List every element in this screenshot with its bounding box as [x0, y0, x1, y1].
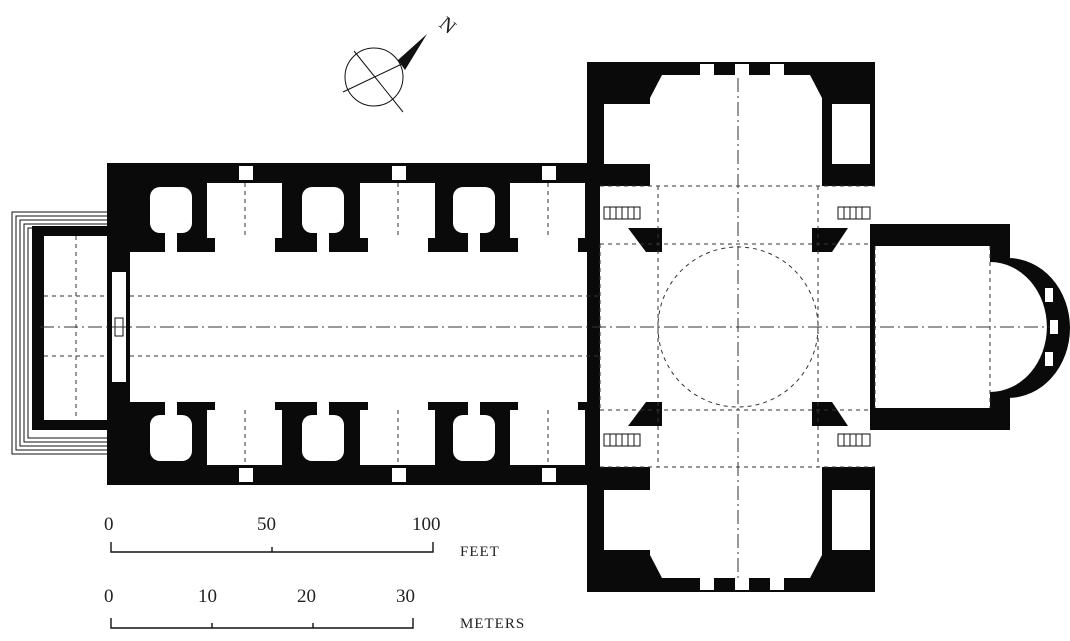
north-arrow: N — [342, 12, 460, 113]
nave — [107, 163, 607, 485]
north-letter: N — [435, 12, 460, 38]
north-aisle-chambers — [150, 166, 585, 253]
south-aisle-chambers — [150, 398, 585, 482]
scale-meters-tick-30: 30 — [396, 586, 415, 607]
scale-meters-tick-20: 20 — [297, 586, 316, 607]
north-arrow-icon — [342, 34, 427, 113]
scale-meters-tick-0: 0 — [104, 586, 114, 607]
scale-meters-tick-10: 10 — [198, 586, 217, 607]
scale-feet-tick-0: 0 — [104, 514, 114, 535]
scale-feet-tick-50: 50 — [257, 514, 276, 535]
stair-hatch — [603, 206, 871, 447]
scale-meters-unit: METERS — [460, 616, 525, 632]
scale-feet-unit: FEET — [460, 544, 500, 560]
scale-feet-tick-100: 100 — [412, 514, 441, 535]
scale-bar-feet: 0 50 100 FEET — [104, 514, 500, 560]
scale-bar-meters: 0 10 20 30 METERS — [104, 586, 525, 632]
